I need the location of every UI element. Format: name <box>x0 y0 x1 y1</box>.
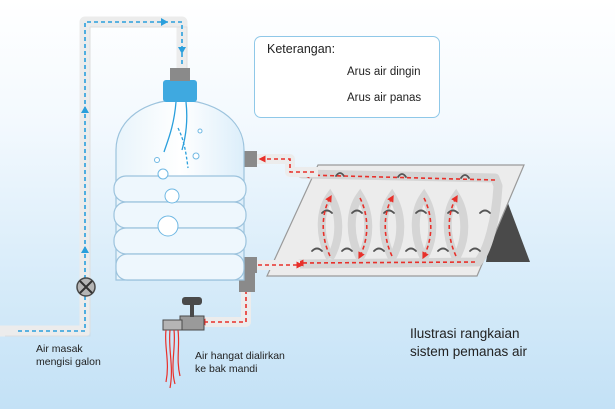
caption-line2: sistem pemanas air <box>410 343 528 359</box>
galon-inner-flow <box>163 101 189 169</box>
inlet-valve-icon <box>76 277 96 297</box>
bubbles-icon <box>154 128 203 237</box>
inlet-label: Air masak mengisi galon <box>36 343 101 368</box>
legend-title: Keterangan: <box>267 42 336 56</box>
inlet-label-line2: mengisi galon <box>36 355 101 368</box>
coil-clamps <box>311 172 491 252</box>
outlet-label: Air hangat dialirkan ke bak mandi <box>195 350 285 375</box>
legend-hot-label: Arus air panas <box>347 92 422 104</box>
galon-cap <box>163 68 197 102</box>
water-stream-icon <box>164 329 181 389</box>
galon-bottle <box>113 99 247 281</box>
panel-hot-flow <box>296 171 496 267</box>
outlet-label-line1: Air hangat dialirkan <box>195 350 285 362</box>
upper-connector <box>243 151 257 167</box>
cold-flow-inlet <box>18 21 183 332</box>
inlet-label-line1: Air masak <box>36 343 83 355</box>
outlet-label-line2: ke bak mandi <box>195 362 258 375</box>
caption-line1: Ilustrasi rangkaian <box>410 326 520 341</box>
lower-connector <box>243 257 257 273</box>
diagram-caption: Ilustrasi rangkaian sistem pemanas air <box>410 325 527 360</box>
tap-icon <box>162 297 205 331</box>
legend-box: Keterangan: Arus air dingin Arus air pan… <box>254 36 440 118</box>
legend-cold-label: Arus air dingin <box>347 66 421 78</box>
hot-pipe-upper <box>256 154 318 177</box>
cold-flow-arrows <box>81 18 186 253</box>
